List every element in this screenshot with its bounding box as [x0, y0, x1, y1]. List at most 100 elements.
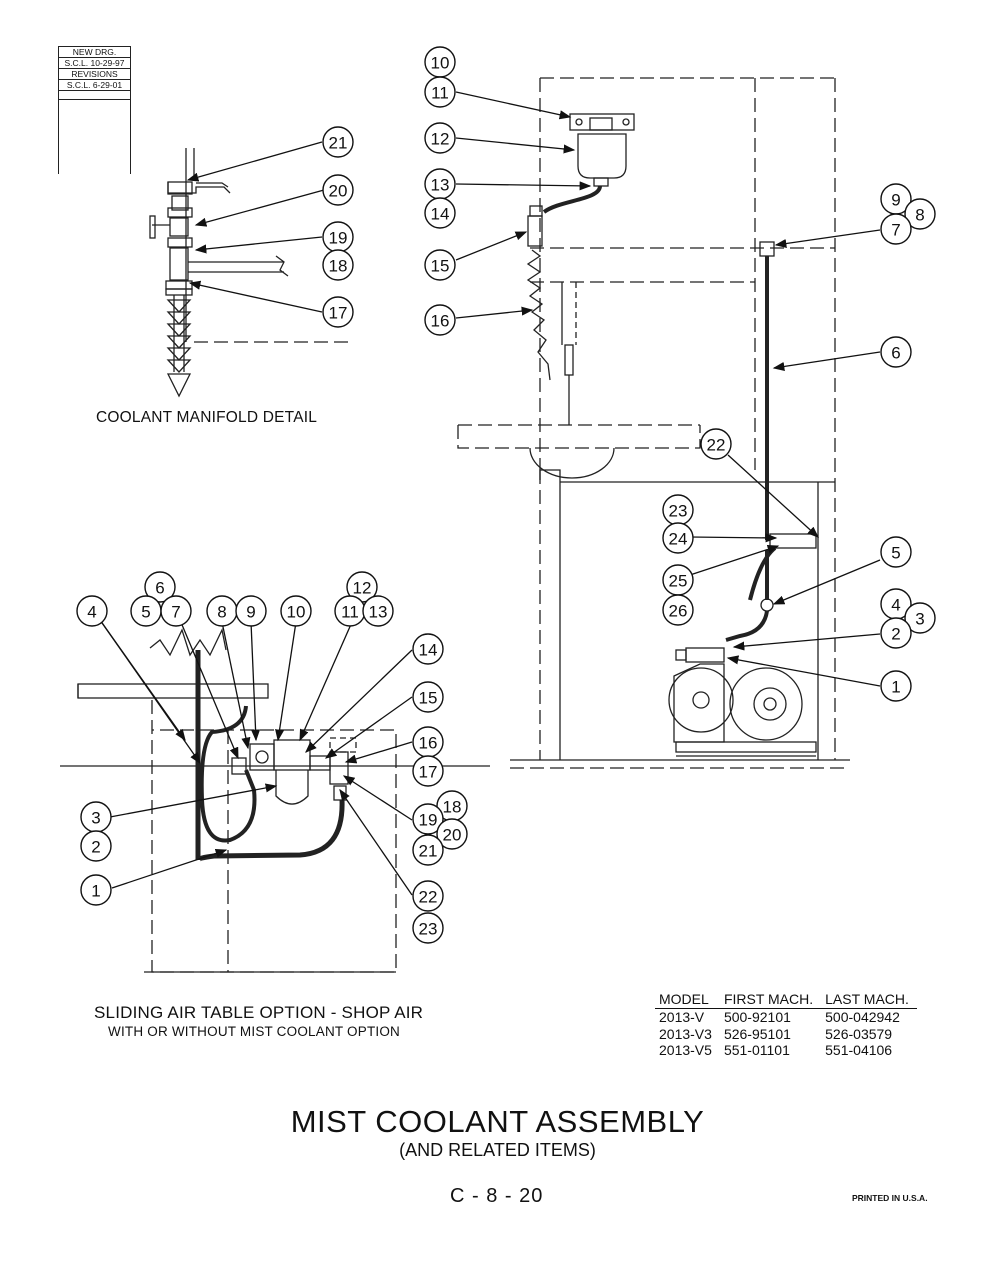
callout-machine-6: 6: [880, 336, 912, 368]
callout-number: 8: [217, 603, 226, 622]
callout-sliding-table-21: 21: [412, 834, 444, 866]
callout-number: 22: [419, 888, 438, 907]
callout-sliding-table-22: 22: [412, 880, 444, 912]
callout-manifold-17: 17: [322, 296, 354, 328]
callout-sliding-table-20: 20: [436, 818, 468, 850]
table-row: 2013-V 500-92101 500-042942: [655, 1009, 917, 1026]
machine-view: [457, 77, 850, 769]
callout-machine-12: 12: [424, 122, 456, 154]
callout-number: 11: [341, 603, 359, 622]
callout-sliding-table-3: 3: [80, 801, 112, 833]
callout-machine-5: 5: [880, 536, 912, 568]
revision-blank-row: [59, 91, 130, 100]
callout-number: 23: [669, 502, 688, 521]
callout-number: 7: [891, 221, 900, 240]
callout-manifold-19: 19: [322, 221, 354, 253]
callout-number: 10: [431, 54, 450, 73]
callout-sliding-table-23: 23: [412, 912, 444, 944]
callout-number: 6: [891, 344, 900, 363]
page-subtitle: (AND RELATED ITEMS): [399, 1140, 596, 1160]
callout-number: 9: [246, 603, 255, 622]
callout-machine-2: 2: [880, 617, 912, 649]
model-cell: 2013-V5: [659, 1042, 712, 1058]
callout-number: 7: [171, 603, 180, 622]
callout-machine-3: 3: [904, 602, 936, 634]
callout-sliding-table-2: 2: [80, 830, 112, 862]
callout-machine-26: 26: [662, 594, 694, 626]
callout-bubbles: 21 20 19 18 17 10 11 12 13 14 15 16 9 8 …: [76, 46, 936, 944]
callout-number: 8: [915, 206, 924, 225]
last-mach-cell: 500-042942: [825, 1009, 900, 1025]
callout-number: 19: [419, 811, 438, 830]
first-mach-cell: 500-92101: [723, 1009, 791, 1025]
callout-sliding-table-19: 19: [412, 803, 444, 835]
last-mach-cell: 526-03579: [825, 1025, 893, 1042]
callout-number: 4: [87, 603, 96, 622]
callout-number: 14: [431, 205, 450, 224]
column-header-last-mach: LAST MACH.: [821, 991, 917, 1009]
callout-number: 26: [669, 602, 688, 621]
callout-number: 22: [707, 436, 726, 455]
sliding-table-caption: SLIDING AIR TABLE OPTION - SHOP AIR: [94, 1003, 424, 1022]
table-row: 2013-V5 551-01101 551-04106: [655, 1042, 917, 1059]
callout-number: 9: [891, 191, 900, 210]
callout-number: 13: [369, 603, 388, 622]
page-title: MIST COOLANT ASSEMBLY: [290, 1104, 705, 1139]
callout-machine-15: 15: [424, 249, 456, 281]
callout-machine-1: 1: [880, 670, 912, 702]
callout-number: 23: [419, 920, 438, 939]
callout-number: 10: [287, 603, 306, 622]
callout-number: 19: [329, 229, 348, 248]
new-drawing-label: NEW DRG.: [59, 46, 130, 58]
callout-number: 18: [329, 257, 348, 276]
page-number: C - 8 - 20: [450, 1185, 544, 1207]
callout-number: 21: [329, 134, 348, 153]
first-mach-cell: 526-95101: [723, 1025, 791, 1042]
callout-machine-9: 9: [880, 183, 912, 215]
callout-number: 17: [329, 304, 348, 323]
callout-number: 12: [353, 579, 372, 598]
table-row: 2013-V3 526-95101 526-03579: [655, 1026, 917, 1043]
callout-machine-7: 7: [880, 213, 912, 245]
callout-number: 15: [431, 257, 450, 276]
callout-number: 12: [431, 130, 450, 149]
callout-number: 13: [431, 176, 450, 195]
callout-sliding-table-9: 9: [235, 595, 267, 627]
callout-number: 1: [891, 678, 900, 697]
callout-sliding-table-17: 17: [412, 755, 444, 787]
callout-number: 14: [419, 641, 438, 660]
callout-machine-22: 22: [700, 428, 732, 460]
callout-manifold-20: 20: [322, 174, 354, 206]
callout-number: 6: [155, 579, 164, 598]
callout-number: 16: [419, 734, 438, 753]
callout-machine-8: 8: [904, 198, 936, 230]
callout-manifold-21: 21: [322, 126, 354, 158]
callout-number: 4: [891, 596, 900, 615]
callout-machine-14: 14: [424, 197, 456, 229]
callout-sliding-table-11: 11: [334, 595, 366, 627]
callout-sliding-table-8: 8: [206, 595, 238, 627]
callout-number: 11: [431, 84, 449, 103]
revisions-date: S.C.L. 6-29-01: [59, 80, 130, 91]
callout-number: 15: [419, 689, 438, 708]
callout-number: 2: [91, 838, 100, 857]
last-mach-cell: 551-04106: [825, 1042, 893, 1058]
callout-number: 17: [419, 763, 438, 782]
column-header-model: MODEL: [655, 991, 720, 1009]
revisions-label: REVISIONS: [59, 69, 130, 80]
callout-number: 20: [329, 182, 348, 201]
callout-number: 24: [669, 530, 688, 549]
callout-machine-11: 11: [424, 76, 456, 108]
model-cell: 2013-V: [659, 1009, 705, 1025]
manifold-detail-caption: COOLANT MANIFOLD DETAIL: [96, 409, 318, 426]
revision-block: NEW DRG. S.C.L. 10-29-97 REVISIONS S.C.L…: [58, 46, 131, 174]
callout-machine-13: 13: [424, 168, 456, 200]
column-header-first-mach: FIRST MACH.: [719, 991, 822, 1009]
callout-sliding-table-14: 14: [412, 633, 444, 665]
callout-sliding-table-1: 1: [80, 874, 112, 906]
callout-number: 16: [431, 312, 450, 331]
callout-sliding-table-15: 15: [412, 681, 444, 713]
callout-machine-10: 10: [424, 46, 456, 78]
callout-number: 5: [141, 603, 150, 622]
